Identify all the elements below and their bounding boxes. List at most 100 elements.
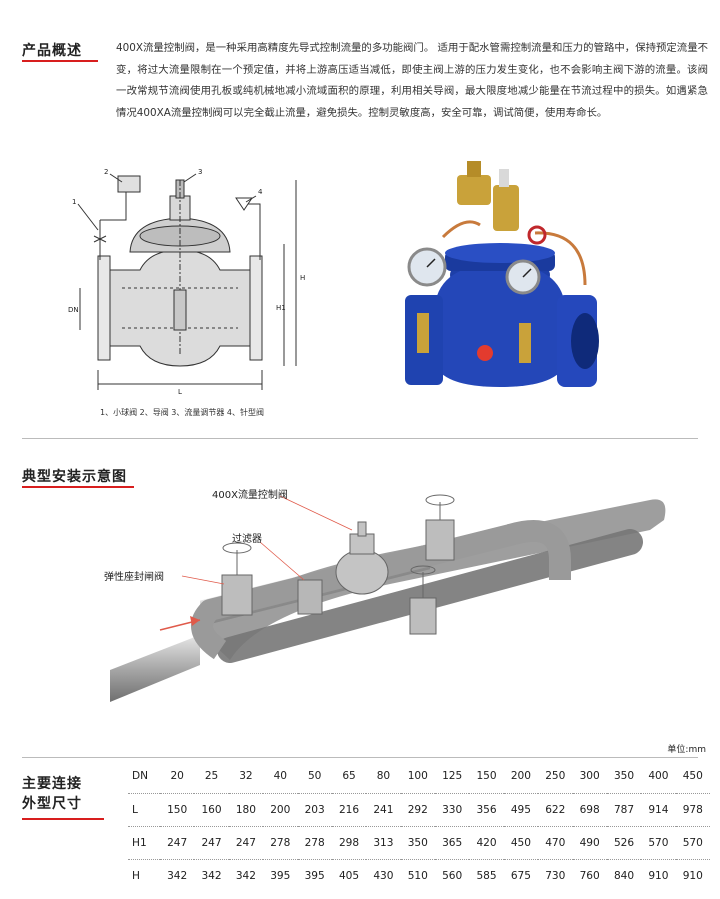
table-cell: 313 [366,826,401,860]
table-top-rule [22,757,698,758]
section-divider [22,438,698,439]
table-cell: 570 [641,826,676,860]
table-cell: 200 [503,760,539,794]
table-cell: 787 [606,793,642,827]
table-cell: 730 [545,869,566,882]
table-cell: 622 [538,793,573,827]
dim-label-h: H [300,274,305,282]
table-cell: 298 [331,826,367,860]
label-filter: 过滤器 [232,534,262,545]
table-cell: 405 [338,869,360,882]
table-cell: 247 [194,826,229,860]
table-cell: 342 [167,869,188,882]
table-cell: 342 [235,869,257,882]
heading-underline [22,60,98,62]
label-control-valve: 400X流量控制阀 [212,490,288,501]
table-cell: 840 [613,869,635,882]
table-cell: 278 [263,826,298,860]
table-cell: 760 [579,869,600,882]
valve-cross-section-drawing: 1 2 3 4 DN H1 H L [68,168,305,396]
heading-underline [22,486,134,488]
table-cell: 50 [297,760,332,794]
drawing-caption: 1、小球阀 2、导阀 3、流量调节器 4、针型阀 [100,408,264,417]
callout-2: 2 [104,168,108,176]
callout-4: 4 [258,188,263,196]
table-cell: 300 [572,760,607,794]
table-cell: 65 [331,760,367,794]
table-cell: 510 [407,869,428,882]
table-cell: 675 [510,869,532,882]
row-label: DN [128,760,160,794]
row-label: H1 [128,826,160,860]
table-cell: 430 [373,869,394,882]
table-cell: 350 [606,760,642,794]
table-cell: 356 [469,793,504,827]
table-cell: 203 [297,793,332,827]
table-cell: 32 [228,760,264,794]
table-cell: 160 [194,793,229,827]
table-cell: 247 [228,826,264,860]
table-cell: 698 [572,793,607,827]
table-cell: 150 [160,793,195,827]
dim-label-h1: H1 [276,304,286,312]
table-cell: 278 [297,826,332,860]
table-cell: 570 [675,826,710,860]
table-cell: 978 [675,793,710,827]
table-cell: 292 [400,793,435,827]
valve-product-image [405,161,599,387]
table-cell: 450 [503,826,539,860]
heading-underline [22,818,104,820]
label-gate-valve: 弹性座封闸阀 [104,572,164,583]
callout-1: 1 [72,198,76,206]
dimensions-title-line1: 主要连接 [22,776,82,792]
table-cell: 40 [263,760,298,794]
table-cell: 420 [469,826,504,860]
table-cell: 490 [572,826,607,860]
table-cell: 241 [366,793,401,827]
table-cell: 560 [442,869,463,882]
table-cell: 80 [366,760,401,794]
table-cell: 914 [641,793,676,827]
table-cell: 400 [641,760,676,794]
table-cell: 125 [435,760,470,794]
table-cell: 350 [400,826,435,860]
table-cell: 247 [160,826,195,860]
table-cell: 180 [228,793,264,827]
dimensions-title-line2: 外型尺寸 [22,796,82,812]
table-cell: 25 [194,760,229,794]
table-cell: 395 [270,869,291,882]
table-cell: 495 [503,793,539,827]
row-label: H [132,869,140,882]
table-cell: 216 [331,793,367,827]
table-cell: 150 [469,760,504,794]
table-cell: 365 [435,826,470,860]
intro-paragraph: 400X流量控制阀，是一种采用高精度先导式控制流量的多功能阀门。 适用于配水管需… [116,42,708,119]
unit-label: 单位:mm [667,745,706,755]
dim-label-l: L [178,388,182,396]
installation-diagram [110,494,666,702]
table-cell: 910 [682,869,703,882]
table-cell: 342 [201,869,222,882]
table-cell: 250 [538,760,573,794]
table-cell: 330 [435,793,470,827]
table-cell: 100 [400,760,435,794]
table-cell: 470 [538,826,573,860]
row-label: L [128,793,160,827]
table-cell: 526 [606,826,642,860]
table-cell: 200 [263,793,298,827]
table-cell: 450 [675,760,710,794]
table-cell: 395 [304,869,325,882]
section-title-overview: 产品概述 [22,43,82,59]
callout-3: 3 [198,168,202,176]
section-title-installation: 典型安装示意图 [22,469,127,485]
dimensions-title: 主要连接 外型尺寸 [22,774,82,814]
dim-label-dn: DN [68,306,79,314]
table-cell: 20 [160,760,195,794]
table-row: H 342 342 342 395 395 405 430 510 560 585 675 730 760… [128,859,710,892]
table-cell: 910 [648,869,669,882]
table-cell: 585 [476,869,497,882]
